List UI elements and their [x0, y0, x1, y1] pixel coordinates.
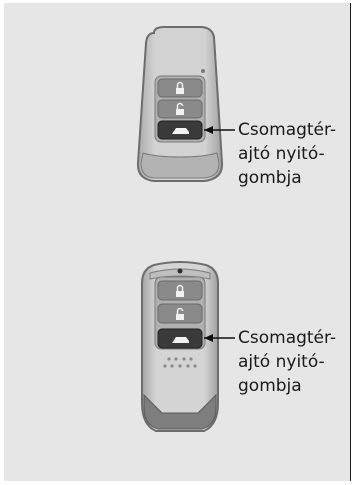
smart-unlock-button	[157, 303, 203, 324]
lock-icon	[176, 81, 184, 94]
smart-fob-bottom-band	[143, 393, 217, 430]
trunk-icon	[172, 128, 189, 134]
callout-arrow	[204, 334, 213, 342]
callout-line-1: Csomagtér-	[238, 328, 337, 348]
smart-fob-indicator	[177, 268, 183, 274]
trunk-icon	[172, 337, 189, 343]
flip-key-fob	[136, 26, 235, 182]
callout-arrow	[204, 126, 213, 134]
lock-icon	[176, 284, 184, 297]
illustration-panel: Csomagtér- ajtó nyitó- gombja	[4, 3, 351, 481]
callout-line-3: gombja	[238, 168, 302, 188]
callout-line-3: gombja	[238, 376, 302, 396]
fob-bottom-band	[140, 152, 220, 179]
callout-line-1: Csomagtér-	[238, 120, 337, 140]
indicator-led	[201, 69, 205, 73]
smart-trunk-button-callout: Csomagtér- ajtó nyitó- gombja	[238, 326, 336, 398]
smart-lock-button	[157, 280, 203, 301]
unlock-icon	[176, 307, 184, 320]
unlock-icon	[176, 102, 184, 115]
smart-key-fob	[141, 261, 235, 432]
callout-line-2: ajtó nyitó-	[238, 352, 325, 372]
callout-line-2: ajtó nyitó-	[238, 144, 325, 164]
speaker-dots	[163, 357, 197, 368]
trunk-button-callout: Csomagtér- ajtó nyitó- gombja	[238, 118, 336, 190]
